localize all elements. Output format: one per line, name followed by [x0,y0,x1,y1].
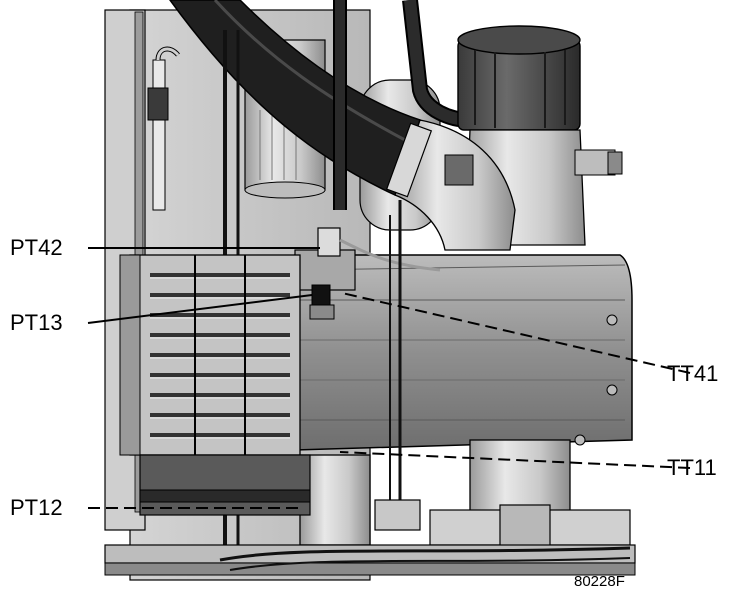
callout-pt13: PT13 [10,310,63,335]
elbow-pipe [385,119,516,251]
callout-pt12: PT12 [10,495,63,520]
callout-pt42: PT42 [10,235,63,260]
sight-glass [147,46,180,211]
leader-pt13 [87,294,313,324]
sensor-blocks [309,200,441,500]
callout-tt11: TT11 [667,455,717,480]
leader-tt41 [341,292,691,374]
compressor-body [294,249,633,451]
leader-tt11 [339,451,691,469]
cooler-fins [119,254,301,456]
figure-id: 80228F [574,573,625,590]
leader-lines [87,247,691,509]
oil-filter [457,25,581,131]
callout-tt41: TT41 [667,361,719,386]
base-rail [104,544,636,576]
